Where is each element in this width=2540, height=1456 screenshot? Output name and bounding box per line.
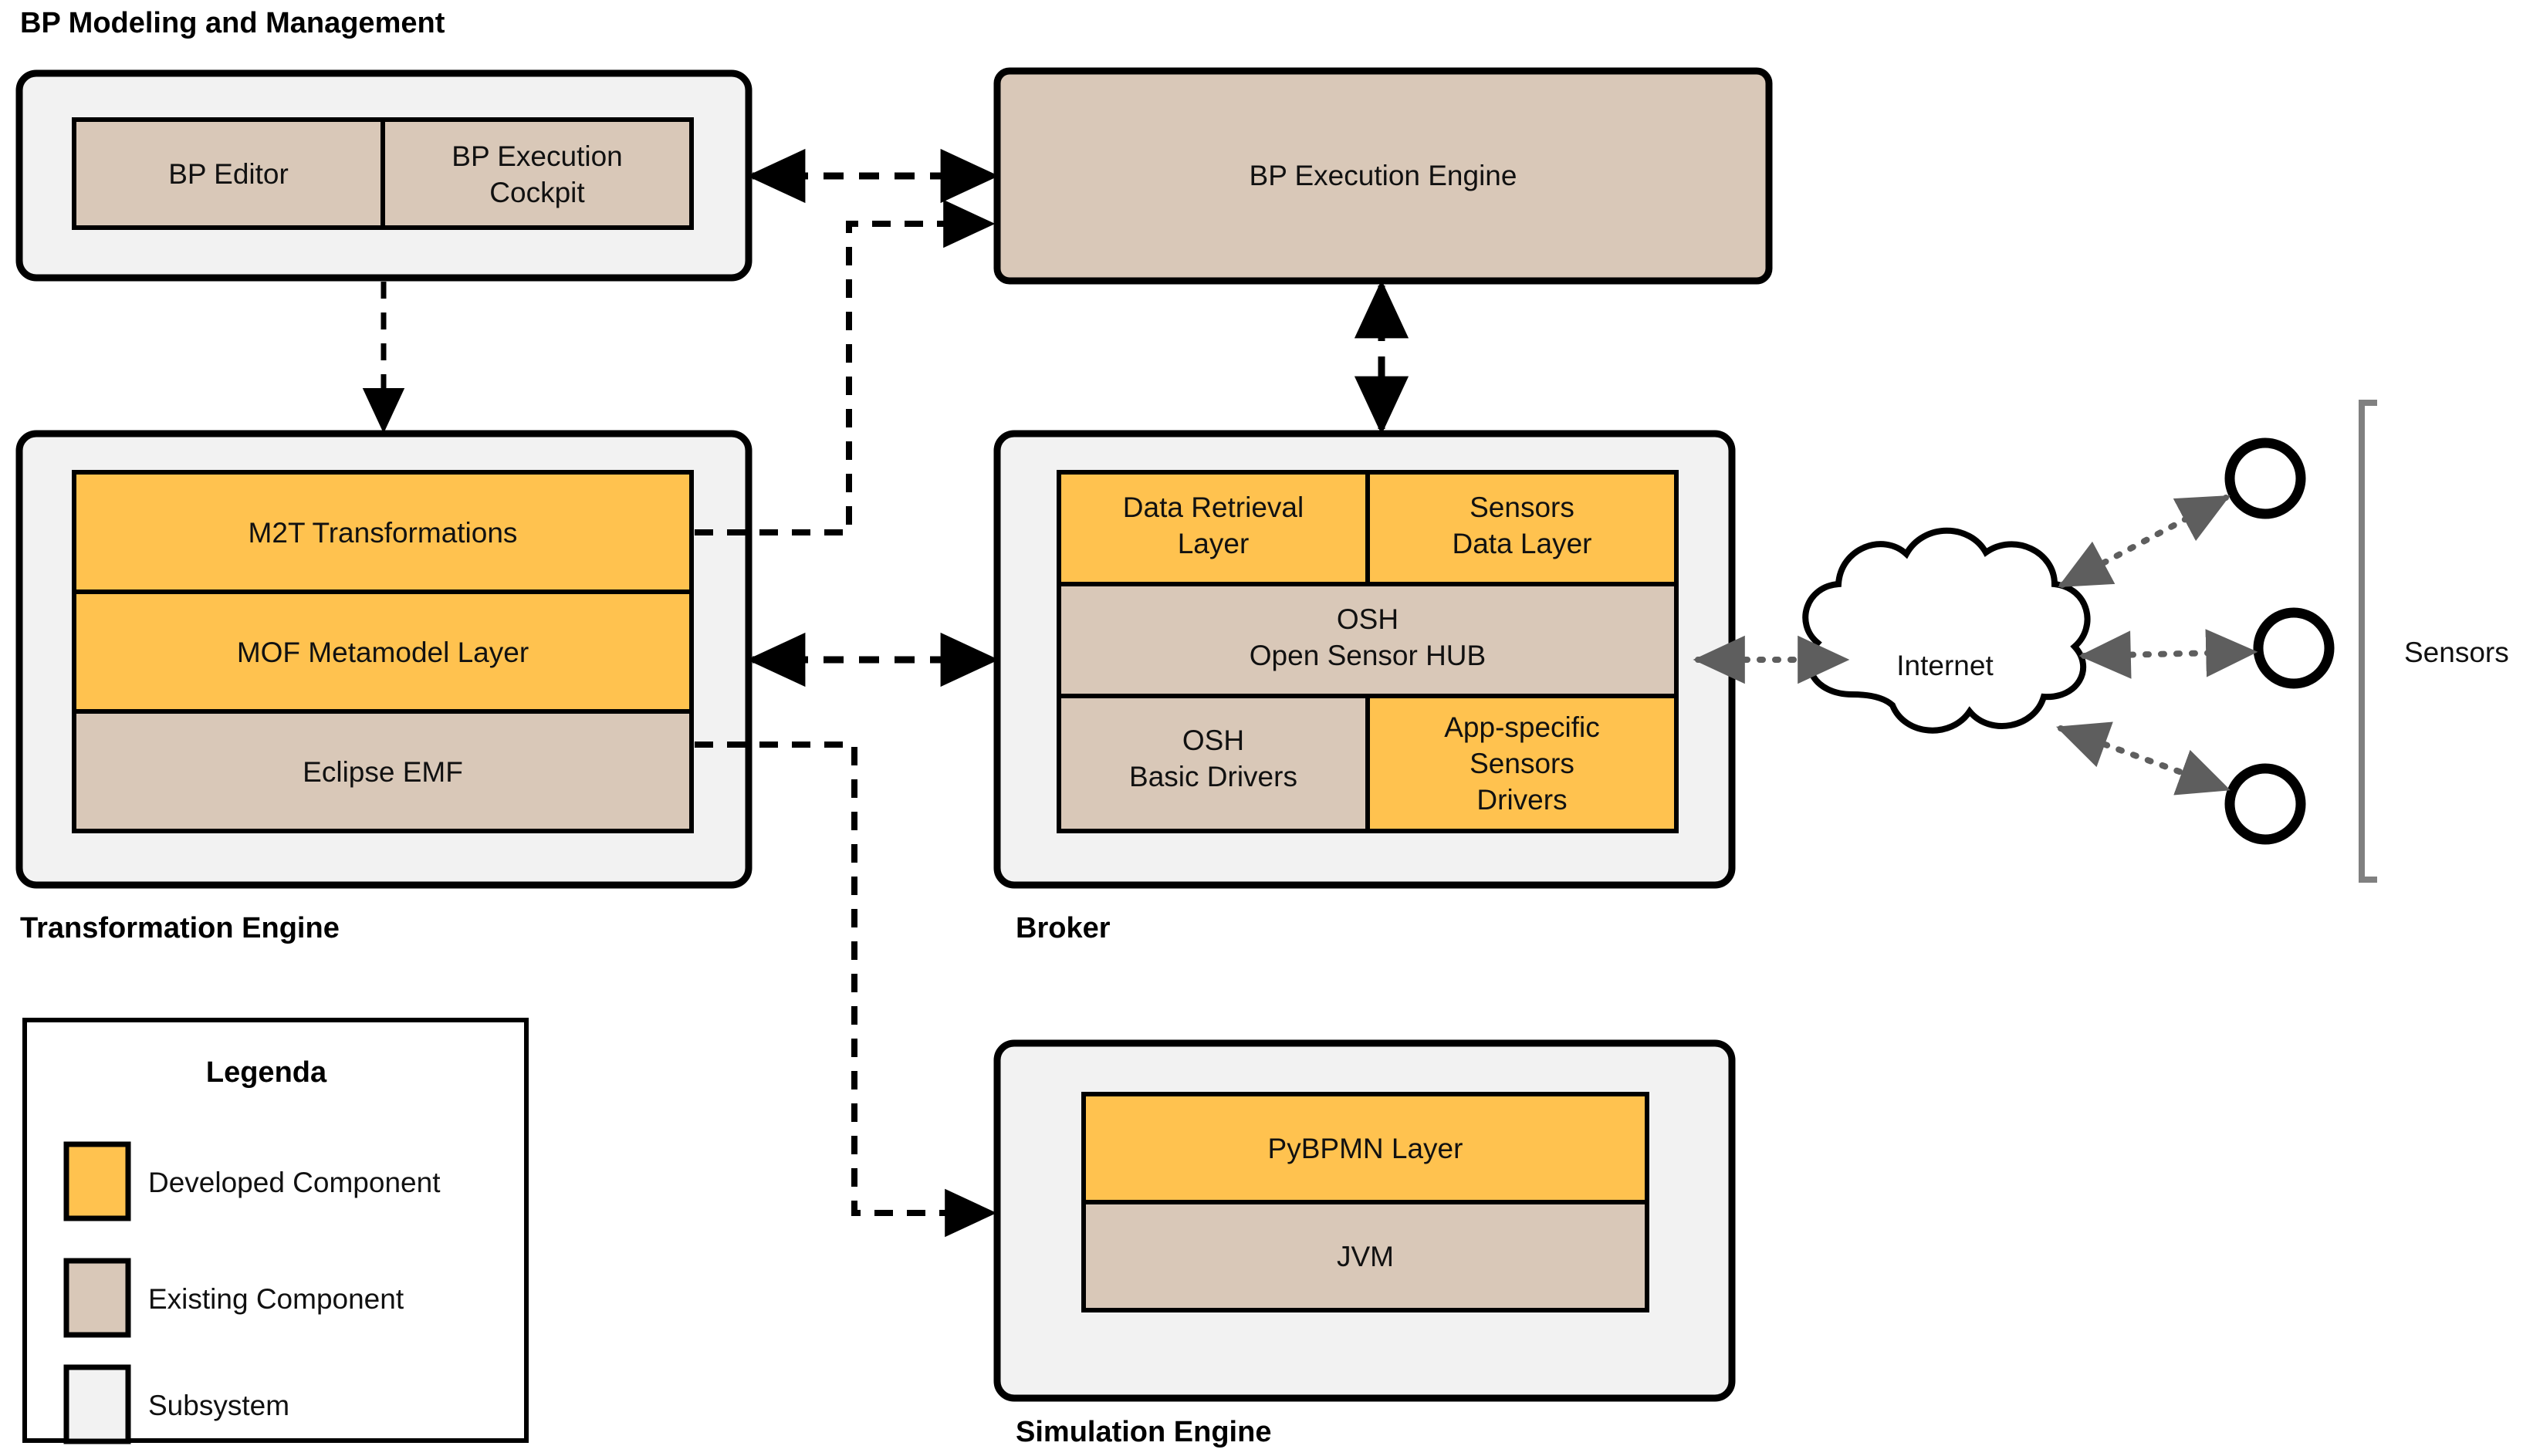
sensor-node-2[interactable] [2253, 607, 2335, 689]
connector-m2t-to-bpexecutionengine [695, 199, 996, 535]
component-osh-open-sensor-hub-label-line2: Open Sensor HUB [1250, 640, 1486, 671]
legend-item-developed-label: Developed Component [148, 1167, 441, 1198]
subsystem-transformation-engine[interactable]: M2T Transformations MOF Metamodel Layer … [15, 430, 753, 889]
legend-item-existing-label: Existing Component [148, 1283, 404, 1315]
simulation-engine-label: Simulation Engine [1016, 1416, 1271, 1448]
bp-modeling-label: BP Modeling and Management [20, 7, 445, 39]
component-eclipse-emf-label: Eclipse EMF [303, 756, 463, 788]
component-bp-execution-cockpit-label-line2: Cockpit [489, 177, 585, 208]
bp-execution-engine-label: BP Execution Engine [1250, 160, 1517, 191]
internet-cloud-label: Internet [1896, 650, 1994, 681]
transformation-engine-label: Transformation Engine [20, 912, 340, 944]
component-pybpmn-layer-label: PyBPMN Layer [1268, 1133, 1463, 1164]
connector-internet-to-sensor-3 [2055, 721, 2231, 796]
internet-cloud[interactable]: Internet [1802, 527, 2091, 734]
component-sensors-data-layer-label-line1: Sensors [1470, 492, 1574, 523]
legend-swatch-subsystem [63, 1364, 131, 1444]
component-osh-basic-drivers-label-line2: Basic Drivers [1129, 761, 1297, 792]
subsystem-broker[interactable]: Data Retrieval Layer Sensors Data Layer … [993, 430, 1736, 889]
component-osh-basic-drivers[interactable] [1057, 694, 1370, 833]
sensors-group-label: Sensors [2404, 637, 2509, 668]
component-m2t-transformations-label: M2T Transformations [249, 517, 518, 549]
component-bp-execution-cockpit[interactable] [380, 117, 694, 230]
component-bp-editor-label: BP Editor [168, 158, 289, 190]
legend: Legenda Developed Component Existing Com… [22, 1018, 529, 1444]
sensor-node-1[interactable] [2224, 437, 2306, 519]
component-app-specific-sensors-drivers-label-line2: Sensors [1470, 748, 1574, 779]
component-osh-open-sensor-hub-label-line1: OSH [1337, 603, 1399, 635]
component-app-specific-sensors-drivers-label-line3: Drivers [1476, 784, 1567, 816]
subsystem-simulation-engine[interactable]: PyBPMN Layer JVM [993, 1039, 1736, 1402]
component-bp-execution-cockpit-label-line1: BP Execution [452, 140, 622, 172]
component-sensors-data-layer-label-line2: Data Layer [1453, 528, 1592, 559]
legend-swatch-existing [63, 1258, 131, 1338]
connector-internet-to-sensor-2 [2078, 629, 2258, 679]
component-osh-basic-drivers-label-line1: OSH [1182, 725, 1244, 756]
component-jvm-label: JVM [1337, 1241, 1394, 1272]
subsystem-bp-modeling[interactable]: BP Editor BP Execution Cockpit [15, 69, 753, 282]
component-data-retrieval-layer-label-line1: Data Retrieval [1123, 492, 1304, 523]
bp-execution-engine[interactable]: BP Execution Engine [993, 67, 1773, 285]
connector-internet-to-sensor-1 [2058, 495, 2231, 588]
component-app-specific-sensors-drivers-label-line1: App-specific [1444, 711, 1600, 743]
sensor-node-3[interactable] [2224, 763, 2306, 845]
legend-title: Legenda [206, 1056, 327, 1089]
sensors-bracket [2359, 400, 2377, 883]
component-app-specific-sensors-drivers[interactable] [1365, 694, 1679, 833]
component-m2t-transformations[interactable] [72, 470, 694, 594]
component-mof-metamodel-layer-label: MOF Metamodel Layer [237, 637, 529, 668]
broker-label: Broker [1016, 912, 1111, 944]
connector-eclipseemf-to-simulationengine [695, 742, 997, 1238]
internet-cloud-shape [1802, 527, 2091, 734]
component-data-retrieval-layer-label-line2: Layer [1178, 528, 1250, 559]
component-eclipse-emf[interactable] [72, 709, 694, 833]
legend-item-subsystem-label: Subsystem [148, 1390, 289, 1421]
legend-swatch-developed [63, 1141, 131, 1221]
component-pybpmn-layer[interactable] [1081, 1092, 1649, 1204]
component-jvm[interactable] [1081, 1200, 1649, 1312]
